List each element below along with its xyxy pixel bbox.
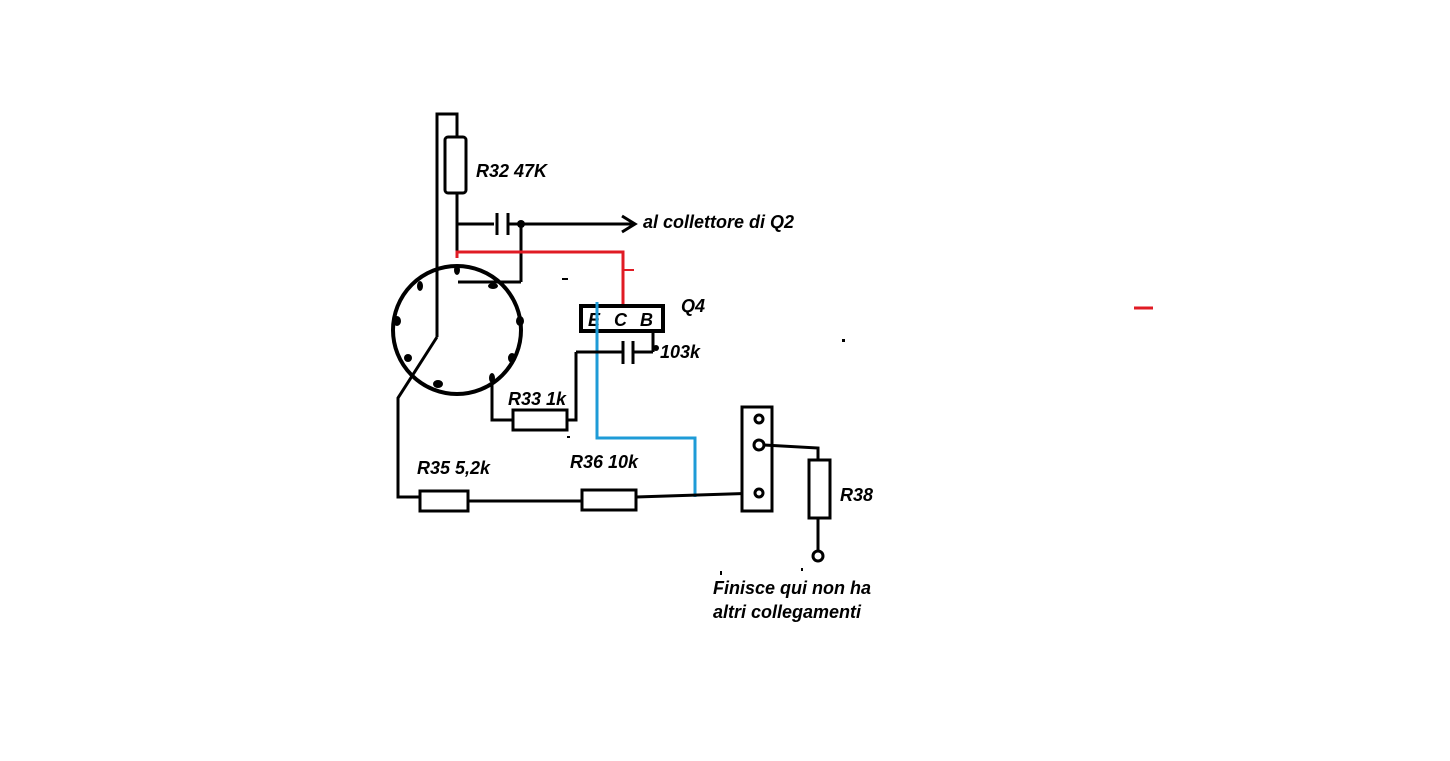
junction-dot [517,220,525,228]
r38-wire [763,443,820,460]
r33-wire [490,378,513,422]
q4-label: Q4 [681,296,705,316]
base-junction-dot [653,345,659,351]
r38-label: R38 [840,485,873,505]
arrow-note: al collettore di Q2 [643,212,794,232]
r35-resistor [418,489,470,513]
cap-103k-label: 103k [660,342,701,362]
stray-dot [842,339,845,342]
blue-wire-emitter [595,302,697,497]
r32-label: R32 47K [476,161,549,181]
red-wire-collector [455,250,625,308]
end-note-line2: altri collegamenti [713,602,862,622]
wire-socket-to-r35 [396,336,439,499]
stray-dot-4 [567,436,570,438]
bottom-wire [468,491,761,503]
tube-socket [391,264,524,396]
r32-resistor [443,135,468,195]
pin-b-label: B [640,310,653,330]
r36-label: R36 10k [570,452,639,472]
terminal-strip [740,405,774,513]
stray-mark [562,278,568,280]
pin-c-label: C [614,310,628,330]
r36-resistor [580,488,638,512]
q4-transistor [579,304,665,333]
stray-dot-3 [801,568,803,571]
r38-end-terminal [811,549,825,563]
r35-label: R35 5,2k [417,458,491,478]
end-note-line1: Finisce qui non ha [713,578,871,598]
terminal-1 [753,413,765,425]
pin-e-label: E [588,310,601,330]
r33-label: R33 1k [508,389,567,409]
terminal-3 [753,487,765,499]
stray-dot-2 [720,571,722,575]
r38-resistor [807,458,832,520]
supply-wire [435,112,494,337]
base-capacitor [567,331,655,422]
capacitor-to-q2 [458,213,638,284]
r33-resistor [511,408,569,432]
